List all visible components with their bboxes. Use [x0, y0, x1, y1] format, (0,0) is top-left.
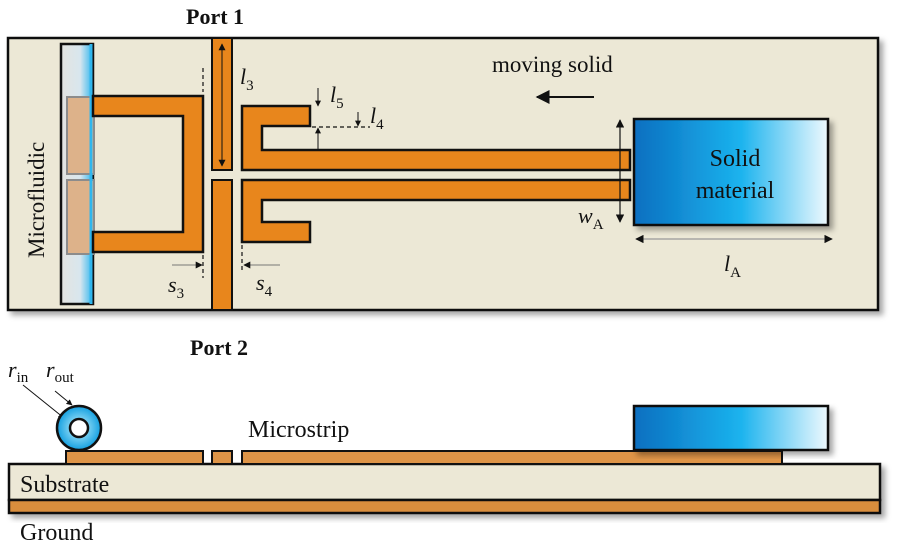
port2-label: Port 2	[190, 335, 248, 360]
microstrip-segment-left	[65, 450, 204, 465]
s3-label: s3	[168, 272, 184, 302]
r-out-label: rout	[46, 357, 75, 386]
microstrip-segment-feed	[211, 450, 233, 465]
tube-bore	[68, 417, 90, 439]
lA-label: lA	[724, 251, 741, 281]
microfluidic-label: Microfluidic	[24, 142, 49, 258]
l3-label: l3	[240, 64, 254, 94]
microfluidic-channel	[59, 42, 95, 306]
r-out-arrow	[54, 390, 73, 406]
s4-label: s4	[256, 270, 273, 300]
feed-line-lower	[211, 179, 233, 311]
solid-material-block	[632, 117, 830, 227]
moving-solid-label: moving solid	[492, 52, 613, 77]
square-resonator	[91, 94, 205, 254]
microstrip-segment-right	[241, 450, 783, 465]
l4-label: l4	[370, 103, 384, 133]
lower-fork-arm	[240, 178, 632, 244]
wA-label: wA	[578, 203, 604, 233]
solid-label-line2: material	[696, 178, 775, 204]
ground-label: Ground	[20, 520, 93, 546]
solid-label-line1: Solid	[710, 146, 761, 172]
substrate-stack	[7, 462, 882, 515]
substrate-label: Substrate	[20, 472, 109, 498]
r-in-label: rin	[8, 357, 29, 386]
upper-fork-arm	[240, 104, 632, 172]
solid-material-side	[632, 404, 830, 452]
port1-label: Port 1	[186, 4, 244, 29]
microstrip-label: Microstrip	[248, 417, 349, 443]
r-in-arrow	[22, 384, 65, 419]
l5-label: l5	[330, 82, 344, 112]
